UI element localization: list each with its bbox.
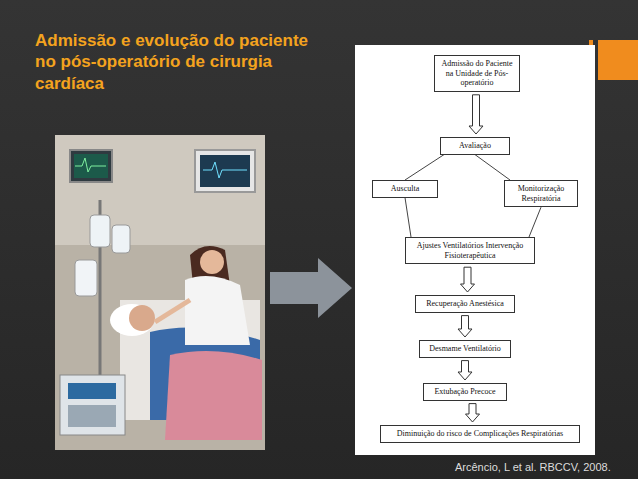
pointer-arrow <box>270 258 352 318</box>
process-box: Avaliação <box>440 137 510 155</box>
box-text: Diminuição do risco de Complicações Resp… <box>385 429 575 439</box>
process-box: Desmame Ventilatório <box>419 340 511 358</box>
connector-line <box>529 207 541 237</box>
process-box: Ajustes Ventilatórios Intervenção Fisiot… <box>405 237 535 264</box>
block-arrow <box>466 404 480 422</box>
box-text: Extubação Precoce <box>428 387 502 397</box>
orange-square <box>598 40 638 80</box>
source-caption: Arcêncio, L et al. RBCCV, 2008. <box>455 461 611 473</box>
block-arrow <box>469 95 483 134</box>
box-text: Recuperação Anestésica <box>420 299 510 309</box>
box-text: Desmame Ventilatório <box>424 344 506 354</box>
process-box: Diminuição do risco de Complicações Resp… <box>380 425 580 443</box>
process-box: Ausculta <box>372 180 438 198</box>
connector-line <box>405 155 444 180</box>
block-arrow <box>458 316 472 337</box>
photo <box>55 135 265 450</box>
process-box: Admissão do Paciente na Unidade de Pós-o… <box>434 55 520 92</box>
block-arrow <box>458 361 472 380</box>
process-box: Monitorização Respiratória <box>504 180 578 207</box>
connector-line <box>475 155 510 180</box>
block-arrow <box>461 267 475 292</box>
slide-title: Admissão e evolução do paciente no pós-o… <box>35 30 325 94</box>
box-text: Avaliação <box>445 141 505 151</box>
box-text: Ausculta <box>377 184 433 194</box>
process-box: Recuperação Anestésica <box>415 295 515 313</box>
box-text: Ajustes Ventilatórios Intervenção Fisiot… <box>410 241 530 260</box>
box-text: Admissão do Paciente na Unidade de Pós-o… <box>439 59 515 88</box>
process-box: Extubação Precoce <box>423 383 507 401</box>
connector-line <box>405 198 411 237</box>
box-text: Monitorização Respiratória <box>509 184 573 203</box>
flowchart-panel <box>355 45 595 455</box>
